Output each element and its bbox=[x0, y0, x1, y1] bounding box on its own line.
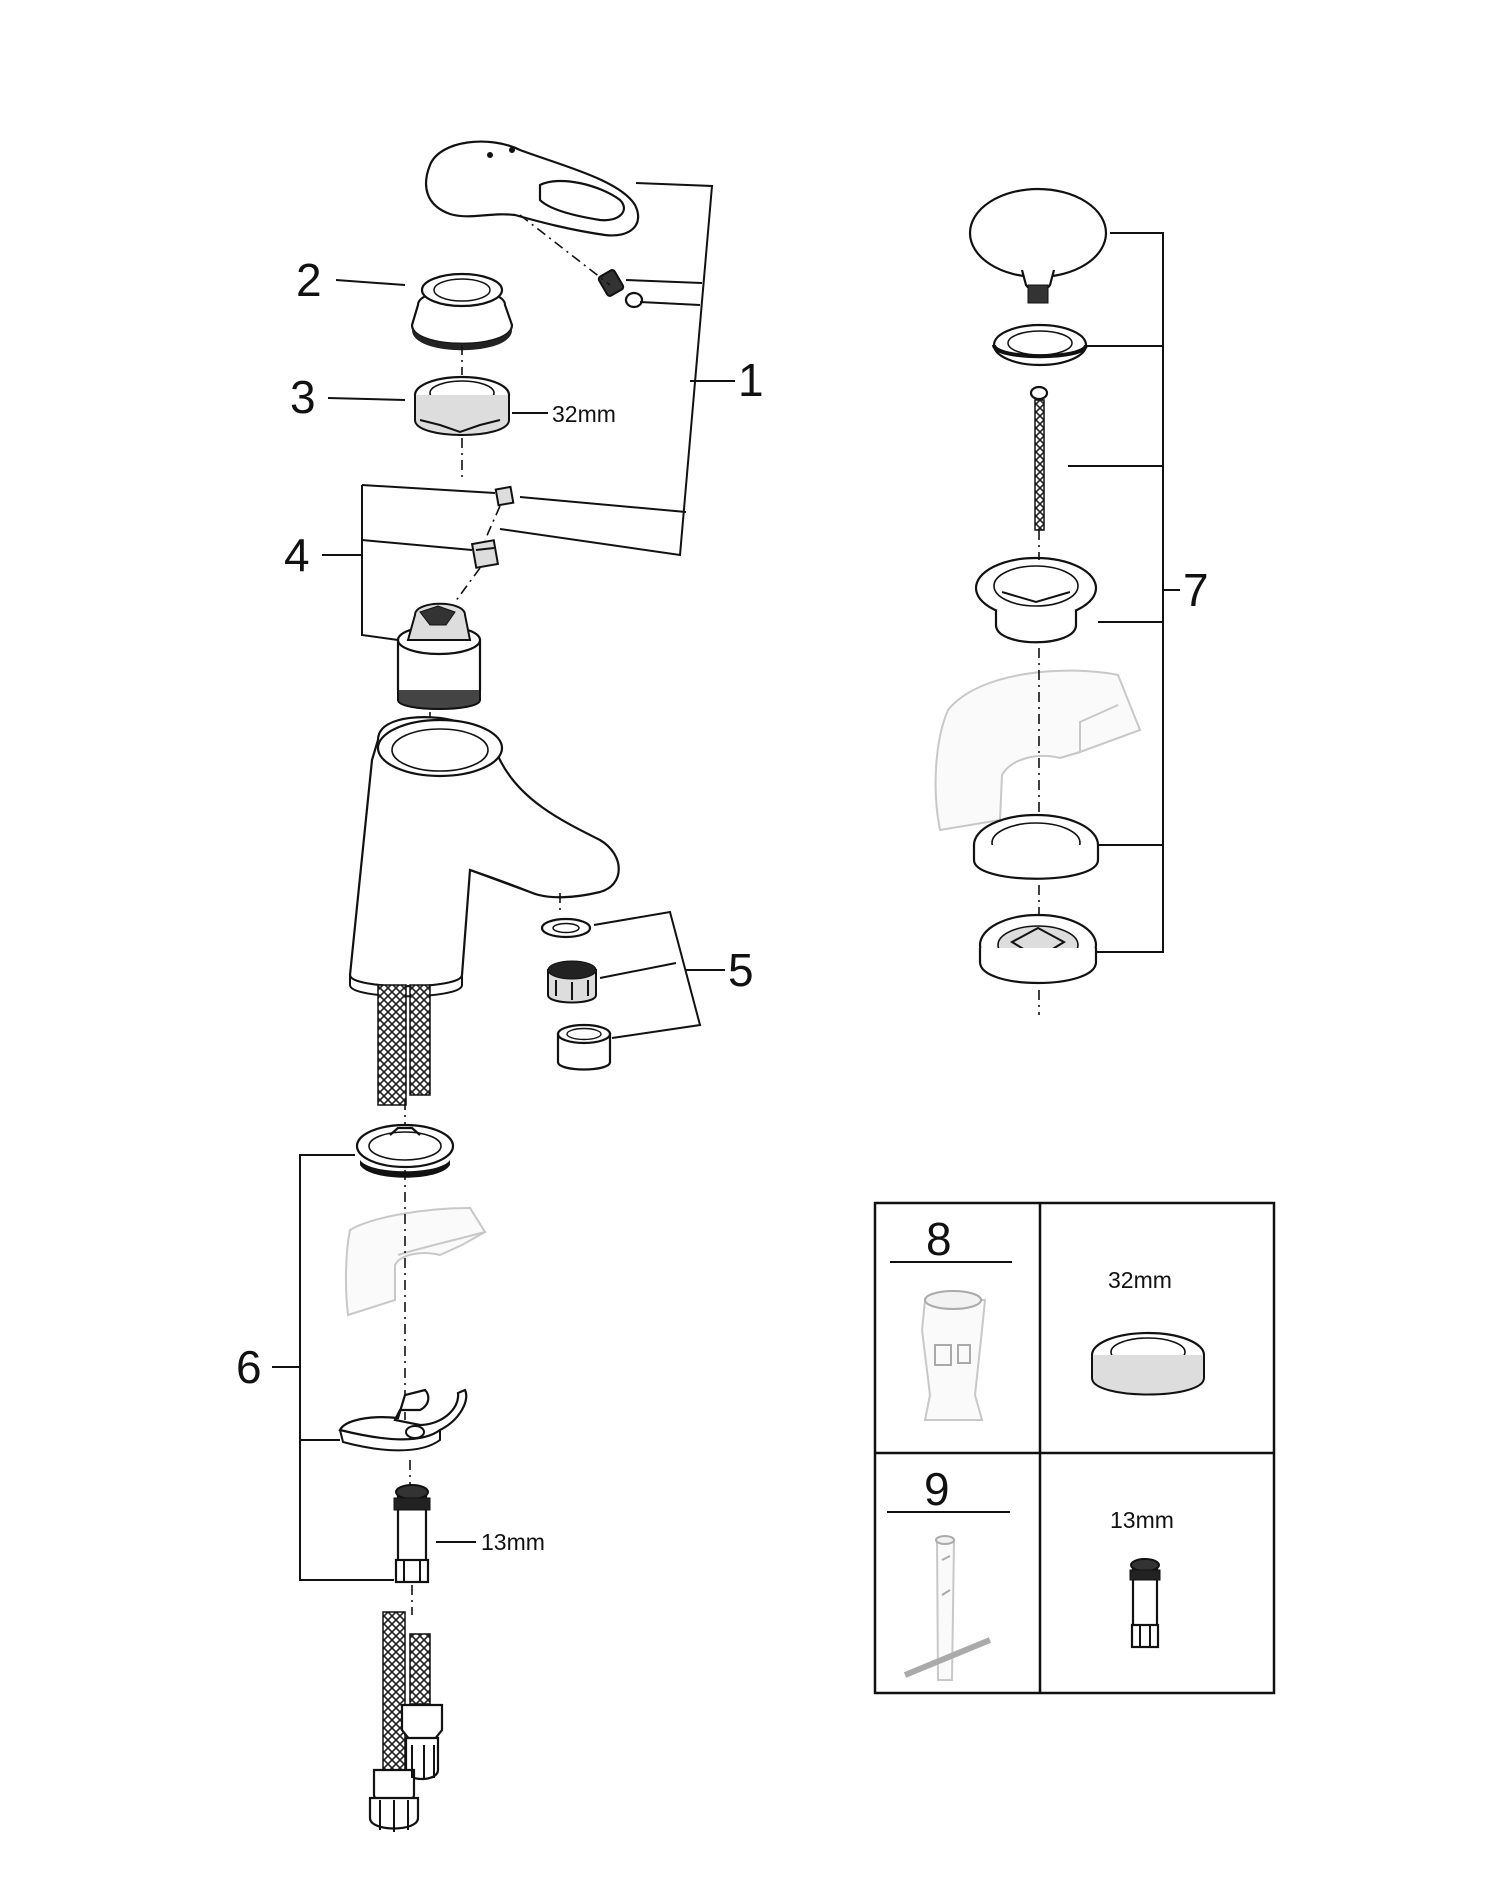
callout-5: 5 bbox=[728, 944, 754, 996]
aerator-washer bbox=[540, 917, 592, 939]
mounting-ring bbox=[355, 1123, 455, 1178]
grub-screw bbox=[597, 269, 644, 309]
key-tool-9 bbox=[903, 1535, 992, 1681]
tools-table bbox=[873, 1201, 1276, 1695]
dimension-32mm: 32mm bbox=[552, 401, 616, 427]
waste-body bbox=[978, 913, 1098, 985]
basin-cutaway-right bbox=[934, 669, 1142, 832]
supply-hoses-lower bbox=[368, 1611, 444, 1832]
stop-piece bbox=[470, 539, 500, 569]
dimension-13mm: 13mm bbox=[481, 1529, 545, 1555]
waste-seal-ring bbox=[972, 813, 1100, 880]
cover-cap bbox=[410, 272, 514, 351]
plug-rod bbox=[1029, 385, 1049, 531]
faucet-body bbox=[348, 716, 620, 998]
cartridge bbox=[396, 602, 482, 710]
callout-4: 4 bbox=[284, 529, 310, 581]
plug-seal bbox=[992, 323, 1088, 367]
table-dimension-13mm: 13mm bbox=[1110, 1507, 1174, 1533]
basin-cutaway bbox=[344, 1206, 487, 1317]
aerator-housing bbox=[556, 1023, 612, 1071]
waste-flange bbox=[974, 556, 1098, 644]
waste-plug bbox=[968, 187, 1108, 304]
callout-leaders-right bbox=[1068, 232, 1180, 953]
callout-3: 3 bbox=[290, 371, 316, 423]
threaded-stud bbox=[393, 1484, 431, 1584]
cartridge-nut bbox=[413, 375, 511, 436]
callout-9: 9 bbox=[924, 1463, 950, 1515]
table-dimension-32mm: 32mm bbox=[1108, 1267, 1172, 1293]
callout-6: 6 bbox=[236, 1341, 262, 1393]
callout-8: 8 bbox=[926, 1213, 952, 1265]
supply-hoses-upper bbox=[377, 984, 431, 1106]
callout-7: 7 bbox=[1183, 564, 1209, 616]
lever-handle bbox=[424, 140, 640, 237]
clamp-plate bbox=[338, 1388, 468, 1452]
nut-tool-32 bbox=[1090, 1331, 1206, 1396]
stud-tool-13 bbox=[1129, 1558, 1161, 1649]
callout-2: 2 bbox=[296, 254, 322, 306]
socket-tool-8 bbox=[920, 1290, 987, 1421]
small-screw bbox=[494, 485, 515, 507]
callout-leaders-left bbox=[272, 182, 735, 1581]
callout-1: 1 bbox=[738, 354, 764, 406]
aerator-insert bbox=[547, 960, 597, 1004]
